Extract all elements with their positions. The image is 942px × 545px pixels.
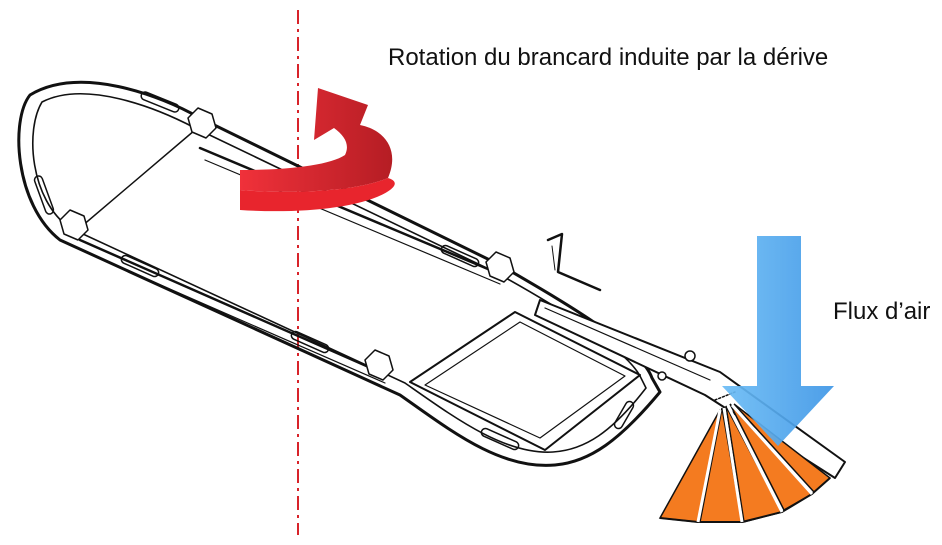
airflow-label: Flux d’air <box>833 298 931 325</box>
rotation-label: Rotation du brancard induite par la déri… <box>388 44 829 71</box>
stretcher-inner-rail <box>32 93 647 453</box>
downward-arrow-icon <box>722 236 834 446</box>
clamp-fitting <box>59 107 515 381</box>
stretcher-outer-rail <box>17 80 662 467</box>
drogue-parachute <box>658 403 832 523</box>
curved-rotation-arrow-icon <box>240 88 395 212</box>
